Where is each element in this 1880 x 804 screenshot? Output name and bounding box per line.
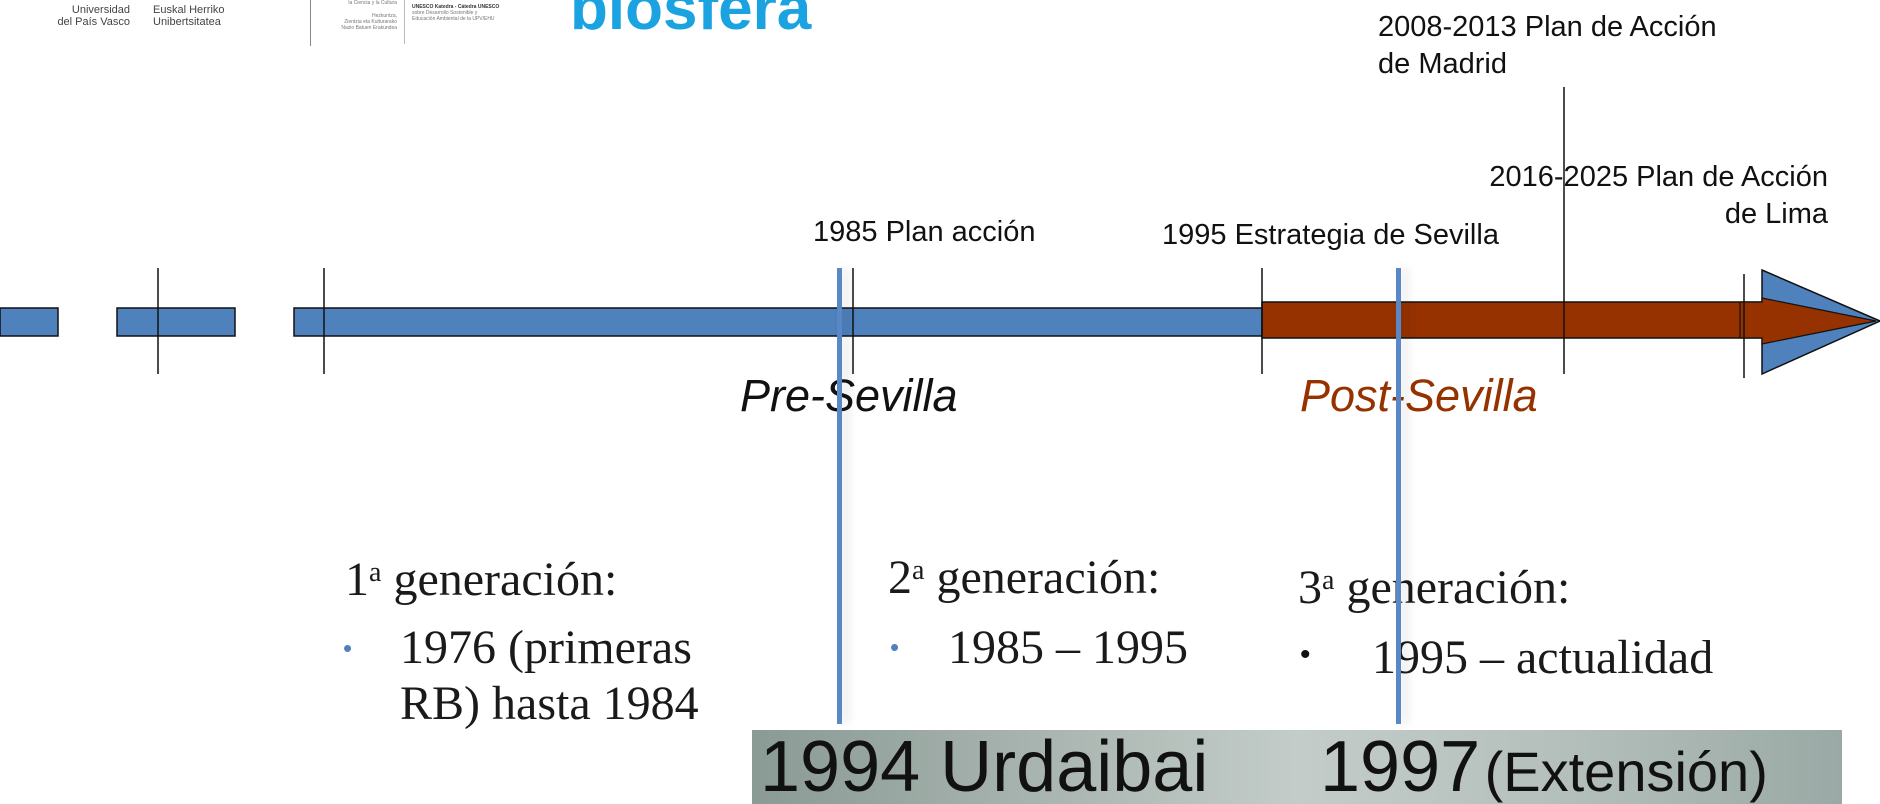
gen2-bullet: • xyxy=(890,632,900,662)
marker-1997-line xyxy=(1396,268,1401,724)
chair-line2: sobre Desarrollo Sostenible y xyxy=(412,10,478,16)
gen2-label: generación: xyxy=(936,551,1161,604)
pre-segment-2 xyxy=(116,307,236,337)
chair-logo-divider xyxy=(404,0,405,44)
gen3-bullet: • xyxy=(1300,638,1311,671)
photo-1997-extension: 1997 (Extensión) xyxy=(1320,730,1768,804)
label-lima: 2016-2025 Plan de Acción de Lima xyxy=(1458,159,1828,233)
label-lima-line2: de Lima xyxy=(1724,198,1828,230)
photo-1994-urdaibai: 1994 Urdaibai xyxy=(760,730,1209,804)
gen1-bullet: • xyxy=(343,633,353,663)
gen3-num: 3 xyxy=(1298,561,1322,614)
gen1-item: 1976 (primeras RB) hasta 1984 xyxy=(400,620,699,732)
upv-line2: del País Vasco xyxy=(57,16,130,28)
label-madrid-line1: 2008-2013 Plan de Acción xyxy=(1378,11,1717,43)
label-madrid: 2008-2013 Plan de Acción de Madrid xyxy=(1378,9,1717,83)
chair-logo-text: UNESCO Katedra - Cátedra UNESCO sobre De… xyxy=(412,4,542,22)
unesco-line1: la Ciencia y la Cultura xyxy=(348,0,397,6)
post-sevilla-bar xyxy=(1261,268,1880,376)
gen2-item: 1985 – 1995 xyxy=(948,621,1188,674)
unesco-logo-text: la Ciencia y la Cultura Hezkuntza, Zient… xyxy=(300,0,397,31)
gen1-num: 1 xyxy=(345,553,369,606)
gen1-item-line1: 1976 (primeras xyxy=(400,621,692,674)
pre-segment-1 xyxy=(0,307,59,337)
upv-logo-text: Universidad del País Vasco xyxy=(30,4,130,28)
gen1-label: generación: xyxy=(393,553,618,606)
logo-divider xyxy=(310,0,311,46)
chair-line1: UNESCO Katedra - Cátedra UNESCO xyxy=(412,4,500,10)
label-madrid-line2: de Madrid xyxy=(1378,48,1507,80)
ehu-line1: Euskal Herriko xyxy=(153,4,225,16)
gen3-label: generación: xyxy=(1346,561,1571,614)
tick-lines xyxy=(157,87,1745,378)
post-segment xyxy=(1261,301,1763,339)
generation-1-heading: 1a generación: xyxy=(345,545,617,608)
photo-extension-note: (Extensión) xyxy=(1484,740,1768,803)
unesco-line3: Zientzia eta Kulturarako xyxy=(344,19,397,25)
label-1995: 1995 Estrategia de Sevilla xyxy=(1162,219,1499,251)
upv-line1: Universidad xyxy=(71,4,130,16)
pre-segment-3 xyxy=(293,307,1263,337)
ehu-line2: Unibertsitatea xyxy=(153,16,221,28)
chair-line3: Educación Ambiental de la UPV/EHU xyxy=(412,16,495,22)
photo-1997-year: 1997 xyxy=(1320,730,1481,804)
gen3-sup: a xyxy=(1322,565,1335,596)
gen2-num: 2 xyxy=(888,551,912,604)
timeline-arrow xyxy=(0,87,1880,378)
urdaibai-photo: 1994 Urdaibai 1997 (Extensión) xyxy=(752,730,1842,804)
gen1-sup: a xyxy=(369,557,382,588)
pre-sevilla-bar xyxy=(0,307,1263,337)
era-post-sevilla: Post-Sevilla xyxy=(1300,370,1538,421)
gen1-item-line2: RB) hasta 1984 xyxy=(400,677,699,730)
gen3-item: 1995 – actualidad xyxy=(1372,631,1714,684)
unesco-line4: Nazio Batuen Erakundea xyxy=(341,25,397,31)
ehu-logo-text: Euskal Herriko Unibertsitatea xyxy=(153,4,263,28)
generation-3-heading: 3a generación: xyxy=(1298,553,1570,616)
gen2-sup: a xyxy=(912,555,925,586)
era-pre-sevilla: Pre-Sevilla xyxy=(740,370,958,421)
page-title: biosfera xyxy=(570,0,812,43)
unesco-line2: Hezkuntza, xyxy=(371,13,397,19)
generation-2-heading: 2a generación: xyxy=(888,543,1160,606)
label-1985: 1985 Plan acción xyxy=(813,216,1036,248)
marker-1994-line xyxy=(837,268,842,724)
label-lima-line1: 2016-2025 Plan de Acción xyxy=(1489,161,1828,193)
